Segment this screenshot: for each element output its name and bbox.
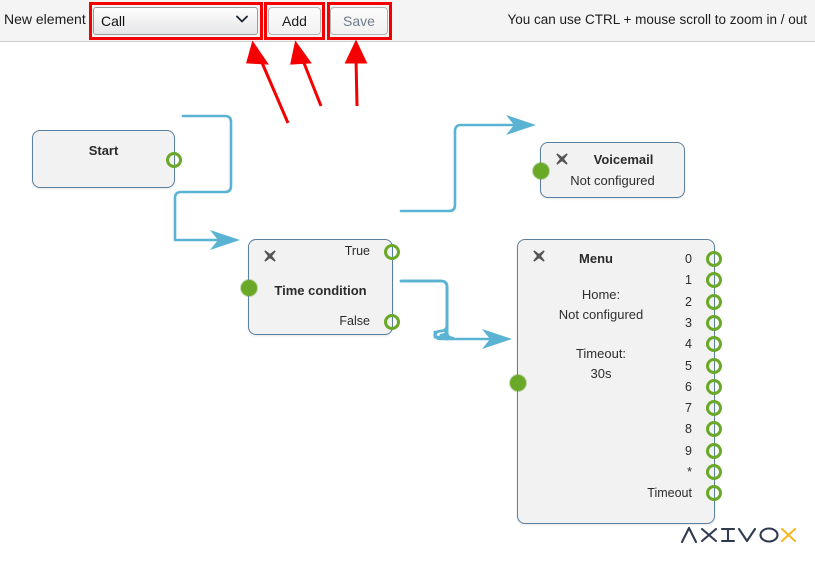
dialplan-canvas[interactable]: Start Time condition True False Voicemai… [0, 43, 815, 562]
time-condition-input-port[interactable] [241, 280, 257, 296]
wire-arrowheads [210, 115, 536, 349]
menu-port-label-3: 3 [685, 315, 692, 330]
element-type-select[interactable]: Call [93, 7, 258, 35]
start-output-port[interactable] [166, 152, 182, 168]
node-menu-timeout-value: 30s [590, 366, 612, 381]
node-menu-timeout-label: Timeout: [575, 346, 627, 361]
menu-port-label-1: 1 [685, 273, 692, 288]
menu-port-label-timeout: Timeout [647, 486, 692, 501]
add-button[interactable]: Add [268, 7, 321, 35]
menu-port-label-5: 5 [685, 358, 692, 373]
menu-output-port-4[interactable] [706, 336, 722, 353]
node-menu[interactable]: Menu Home: Not configured Timeout: 30s 0… [510, 239, 722, 524]
node-start-title: Start [88, 143, 119, 158]
port-label-true: True [344, 244, 370, 258]
menu-port-label-6: 6 [685, 379, 692, 394]
menu-port-label-4: 4 [685, 337, 692, 352]
axivox-logo [679, 522, 797, 548]
close-icon[interactable] [263, 249, 277, 263]
node-menu-title: Menu [579, 251, 613, 266]
menu-port-label-8: 8 [685, 422, 692, 437]
menu-port-label-7: 7 [685, 401, 692, 416]
node-time-condition-title: Time condition [274, 283, 367, 298]
time-condition-output-false[interactable] [384, 314, 400, 330]
node-time-condition[interactable]: Time condition True False [241, 239, 400, 335]
close-icon[interactable] [555, 152, 569, 166]
node-start[interactable]: Start [32, 130, 182, 188]
time-condition-output-true[interactable] [384, 244, 400, 260]
menu-output-port-7[interactable] [706, 400, 722, 417]
menu-output-port-3[interactable] [706, 314, 722, 331]
new-element-label: New element [4, 11, 86, 27]
menu-output-port-timeout[interactable] [706, 485, 722, 502]
toolbar: New element Call Add Save You can use CT… [0, 0, 815, 42]
menu-output-port-5[interactable] [706, 357, 722, 374]
connection-wires [173, 114, 536, 349]
menu-output-port-2[interactable] [706, 293, 722, 310]
node-menu-home-label: Home: [581, 287, 621, 302]
node-voicemail[interactable]: Voicemail Not configured [533, 142, 685, 198]
node-voicemail-subtitle: Not configured [570, 173, 655, 188]
menu-output-port-6[interactable] [706, 378, 722, 395]
menu-output-port-*[interactable] [706, 464, 722, 480]
menu-output-port-9[interactable] [706, 442, 722, 459]
menu-port-label-2: 2 [685, 294, 692, 309]
zoom-hint-text: You can use CTRL + mouse scroll to zoom … [507, 12, 807, 27]
menu-output-port-8[interactable] [706, 421, 722, 438]
menu-output-port-0[interactable] [706, 251, 722, 267]
port-label-false: False [339, 314, 370, 328]
close-icon[interactable] [532, 249, 546, 263]
node-voicemail-title: Voicemail [593, 152, 654, 167]
voicemail-input-port[interactable] [533, 163, 549, 179]
save-button[interactable]: Save [330, 7, 388, 35]
menu-output-port-1[interactable] [706, 272, 722, 289]
menu-input-port[interactable] [510, 375, 526, 391]
menu-port-label-*: * [687, 465, 692, 479]
menu-port-label-0: 0 [685, 252, 692, 266]
node-menu-home-value: Not configured [558, 307, 644, 322]
menu-port-label-9: 9 [685, 443, 692, 458]
